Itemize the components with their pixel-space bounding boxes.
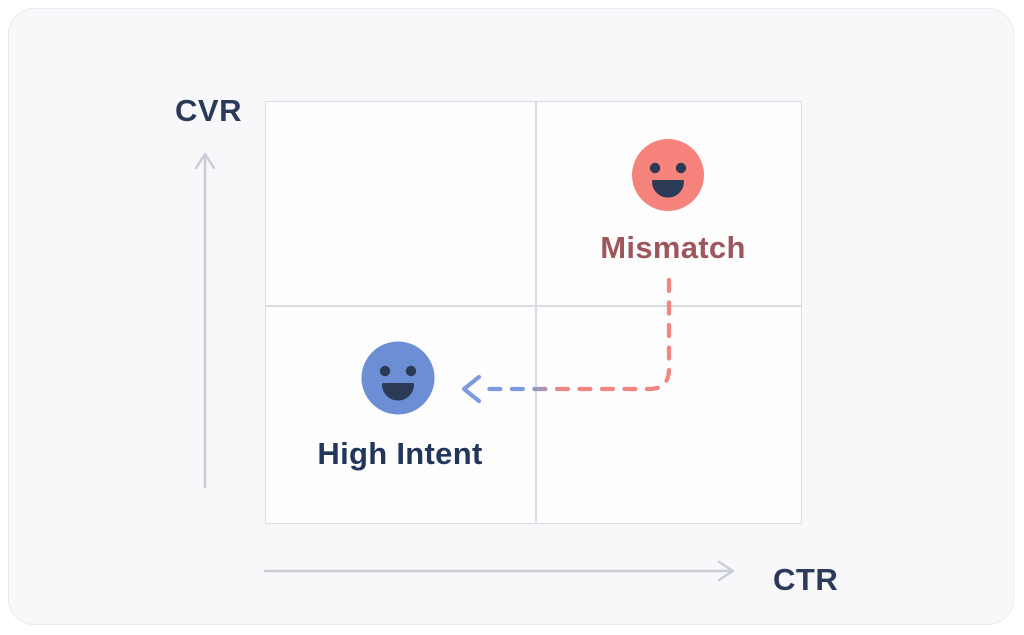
high-intent-smiley-face-icon	[361, 341, 435, 415]
grid-horizontal-midline	[266, 305, 801, 307]
x-axis-label: CTR	[773, 562, 839, 597]
mismatch-label: Mismatch	[600, 230, 746, 265]
mismatch-smiley-face-icon	[632, 139, 704, 211]
diagram-card: CVR CTR	[8, 8, 1014, 625]
y-axis-label: CVR	[175, 93, 242, 128]
high-intent-label: High Intent	[317, 436, 483, 471]
